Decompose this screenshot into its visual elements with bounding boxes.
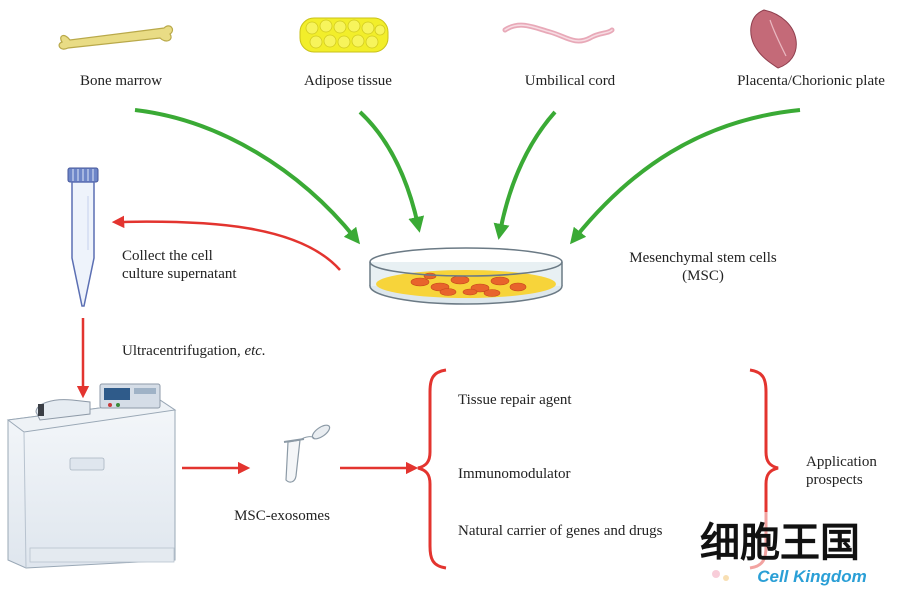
source-label-bone-marrow: Bone marrow [80,73,162,89]
cell-kingdom-watermark: 细胞王国 Cell Kingdom [692,512,892,588]
petri-dish-icon [369,247,563,305]
application-item-carrier: Natural carrier of genes and drugs [458,523,663,539]
arrow-adipose-to-msc [358,110,425,233]
application-prospects-line2: prospects [806,472,863,488]
left-brace [417,368,447,570]
watermark-english: Cell Kingdom [757,567,867,586]
msc-label-line2: (MSC) [682,268,724,284]
collect-label-line1: Collect the cell [122,248,213,264]
arrow-bone-to-msc [134,108,361,245]
placenta-icon [750,9,797,69]
arrow-msc-to-tube [111,215,341,271]
centrifuge-tube-icon [67,167,99,307]
source-label-placenta: Placenta/Chorionic plate [737,73,885,89]
arrow-placenta-to-msc [569,108,801,245]
collect-label-line2: culture supernatant [122,266,237,282]
umbilical-cord-icon [502,22,615,44]
bone-icon [58,25,174,50]
arrow-cord-to-msc [493,110,557,240]
watermark-chinese: 细胞王国 [700,520,860,566]
application-item-tissue-repair: Tissue repair agent [458,392,572,408]
ultracentrifuge-icon [6,383,177,569]
exosomes-label: MSC-exosomes [234,508,330,524]
source-label-umbilical-cord: Umbilical cord [525,73,616,89]
ultracentrifugation-label: Ultracentrifugation, etc. [122,343,266,359]
exosome-tube-icon [283,424,331,483]
source-label-adipose-tissue: Adipose tissue [304,73,392,89]
msc-label-line1: Mesenchymal stem cells [629,250,777,266]
application-prospects-line1: Application [806,454,877,470]
adipose-tissue-icon [299,17,389,53]
application-item-immunomodulator: Immunomodulator [458,466,571,482]
